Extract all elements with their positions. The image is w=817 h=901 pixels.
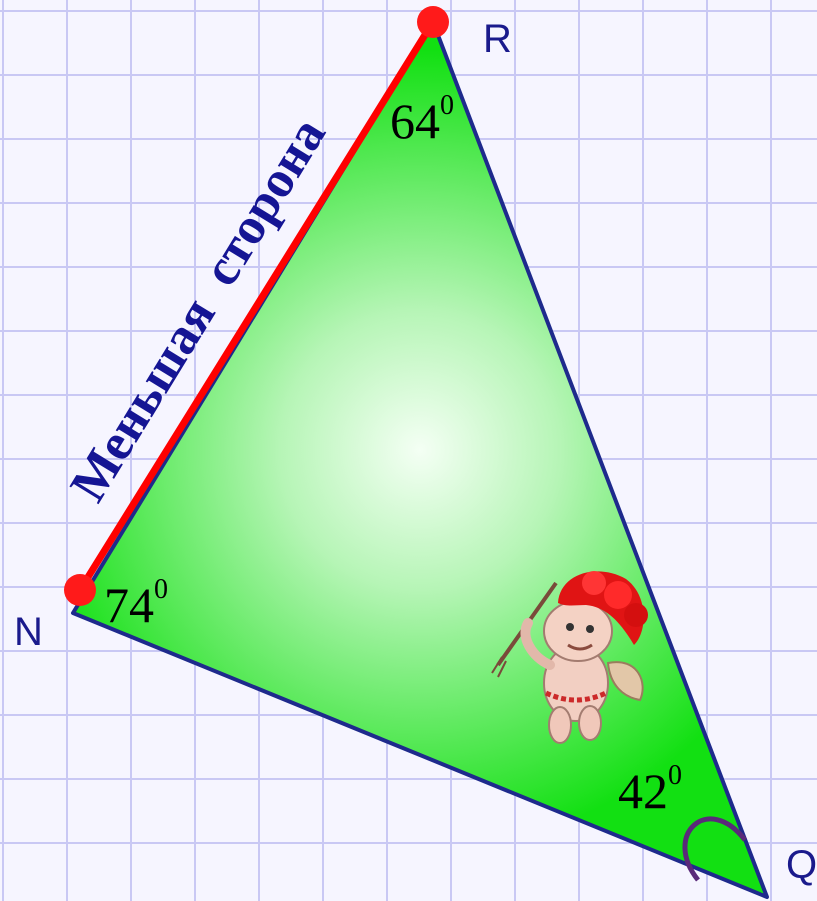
angle-value-q: 42: [618, 763, 668, 819]
angle-label-n: 740: [104, 574, 168, 633]
vertex-label-n: N: [14, 610, 43, 654]
cartoon-character-illustration: [491, 571, 648, 744]
vertex-r-point: [417, 6, 449, 38]
vertex-label-q: Q: [786, 843, 817, 887]
angle-value-n: 74: [104, 577, 154, 633]
smallest-side-nr: [76, 18, 437, 594]
degree-mark-q: 0: [668, 760, 682, 791]
angle-label-q: 420: [618, 760, 682, 819]
vertex-label-r: R: [483, 17, 512, 61]
angle-arc-q: [682, 816, 747, 882]
angle-label-r: 640: [390, 90, 454, 149]
vertex-n-point: [64, 574, 96, 606]
degree-mark-n: 0: [154, 574, 168, 605]
degree-mark-r: 0: [440, 90, 454, 121]
angle-value-r: 64: [390, 93, 440, 149]
